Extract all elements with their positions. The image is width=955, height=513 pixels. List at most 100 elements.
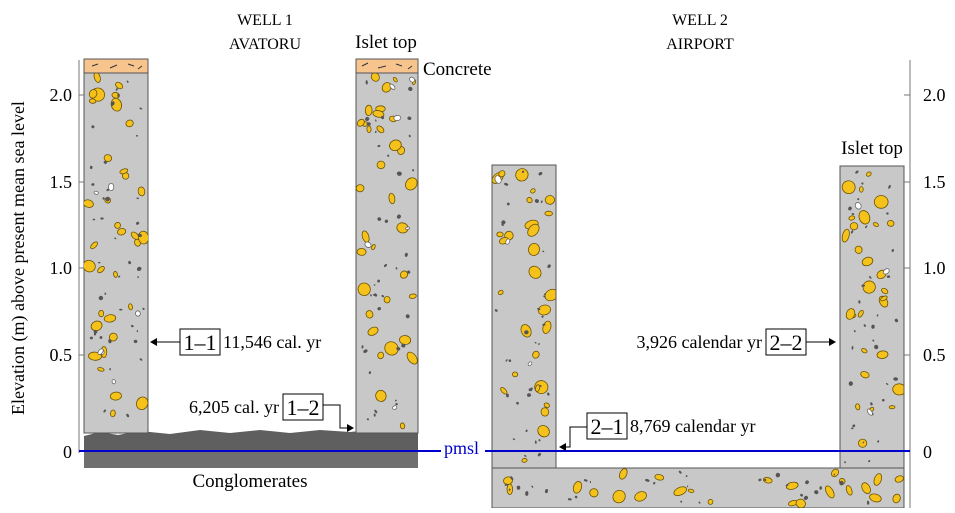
- clast-dark: [130, 324, 134, 328]
- clast-dark: [521, 170, 525, 173]
- clast-dark: [876, 314, 879, 317]
- clast-yellow: [366, 125, 372, 133]
- clast-dark: [524, 330, 529, 335]
- clast-yellow: [707, 499, 714, 505]
- clast-yellow: [84, 199, 94, 208]
- clast-yellow: [109, 391, 122, 401]
- clast-yellow: [589, 488, 599, 498]
- clast-dark: [819, 486, 823, 490]
- left-tick-label: 1.5: [50, 172, 73, 192]
- clast-dark: [645, 478, 650, 482]
- clast-yellow: [872, 222, 879, 227]
- clast-yellow: [526, 197, 533, 204]
- clast-dark: [408, 134, 411, 138]
- clast-yellow: [869, 493, 882, 503]
- clast-dark: [886, 212, 889, 215]
- clast-dark: [525, 491, 529, 496]
- clast-dark: [685, 475, 688, 478]
- clast-yellow: [376, 125, 385, 134]
- clast-yellow: [356, 118, 365, 127]
- clast-dark: [372, 294, 375, 296]
- clast-yellow: [532, 350, 540, 359]
- clast-dark: [505, 359, 508, 362]
- clast-dark: [381, 115, 385, 120]
- left-axis: 0 0.5 1.0 1.5 2.0 Elevation (m) above pr…: [8, 60, 84, 462]
- right-axis: 0 0.5 1.0 1.5 2.0: [904, 60, 946, 508]
- clast-dark: [366, 418, 369, 421]
- clast-white: [97, 348, 104, 355]
- clast-yellow: [376, 160, 386, 170]
- clast-dark: [377, 307, 381, 311]
- clast-dark: [92, 218, 96, 221]
- clast-yellow: [881, 287, 889, 295]
- clast-dark: [401, 343, 406, 348]
- clast-yellow: [125, 119, 134, 128]
- clast-dark: [365, 116, 370, 122]
- clast-yellow: [785, 481, 799, 490]
- well-1-conglomerate-top: [84, 429, 418, 451]
- clast-white: [527, 361, 533, 367]
- clast-yellow: [572, 481, 583, 494]
- sample-1-2-annotation: 1–2 6,205 cal. yr: [189, 393, 354, 432]
- clast-yellow: [873, 473, 883, 486]
- clast-yellow: [892, 383, 904, 396]
- clast-dark: [137, 233, 142, 238]
- clast-dark: [395, 267, 398, 270]
- clast-yellow: [97, 367, 105, 372]
- clast-dark: [516, 485, 521, 490]
- clast-dark: [508, 359, 512, 363]
- clast-yellow: [855, 403, 861, 411]
- clast-dark: [373, 284, 376, 286]
- clast-yellow: [873, 195, 889, 209]
- clast-dark: [139, 107, 143, 110]
- clast-dark: [855, 170, 859, 174]
- clast-dark: [881, 398, 885, 402]
- clast-dark: [128, 260, 132, 265]
- clast-dark: [525, 429, 528, 433]
- left-tick-label: 0: [63, 442, 72, 462]
- concrete-texture: [361, 62, 413, 70]
- well-2-bottom-fill: [491, 467, 905, 509]
- clast-dark: [136, 266, 142, 272]
- clast-yellow: [103, 154, 113, 162]
- clast-dark: [541, 315, 544, 318]
- clast-dark: [99, 336, 103, 339]
- clast-white: [494, 175, 502, 184]
- clast-dark: [538, 439, 541, 442]
- clast-dark: [396, 346, 401, 351]
- clast-dark: [851, 346, 854, 350]
- clast-yellow: [540, 407, 550, 417]
- clast-dark: [785, 484, 789, 487]
- clast-dark: [133, 339, 138, 344]
- clast-dark: [494, 309, 498, 312]
- clast-dark: [374, 130, 377, 134]
- clast-dark: [865, 225, 868, 229]
- clast-yellow: [496, 231, 504, 238]
- clast-dark: [528, 388, 533, 392]
- clast-dark: [126, 80, 129, 83]
- clast-dark: [874, 344, 879, 350]
- clast-dark: [365, 80, 368, 85]
- clast-dark: [102, 197, 105, 200]
- clast-yellow: [500, 387, 508, 395]
- clast-dark: [97, 261, 101, 264]
- clast-white: [882, 268, 890, 275]
- clast-dark: [384, 219, 389, 223]
- clast-yellow: [845, 485, 853, 496]
- clast-dark: [886, 275, 891, 279]
- clast-dark: [653, 481, 656, 485]
- clast-yellow: [357, 282, 371, 296]
- clast-dark: [537, 308, 541, 311]
- clast-yellow: [88, 98, 97, 104]
- clast-dark: [142, 307, 145, 310]
- clast-yellow: [861, 482, 871, 495]
- clast-dark: [396, 171, 402, 176]
- clast-dark: [506, 202, 510, 206]
- clast-yellow: [90, 241, 99, 250]
- sample-2-1-id: 2–1: [591, 414, 624, 439]
- clast-dark: [106, 188, 109, 192]
- right-tick-label: 1.0: [923, 258, 946, 278]
- clast-dark: [539, 385, 542, 387]
- clast-white: [854, 202, 862, 210]
- clast-white: [392, 405, 398, 410]
